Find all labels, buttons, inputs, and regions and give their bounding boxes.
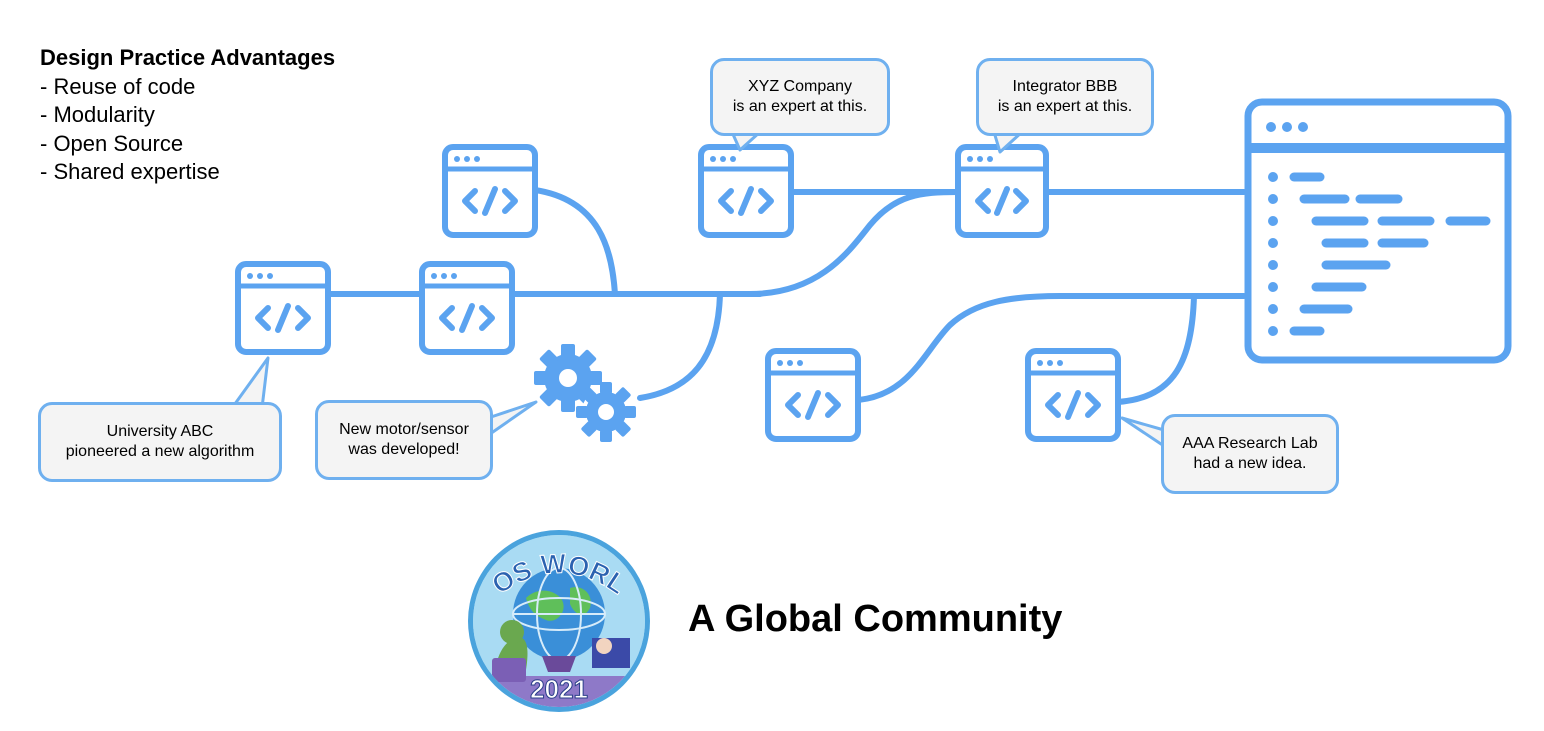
connector-bottom-left	[855, 293, 1247, 403]
code-editor-window	[1244, 98, 1512, 364]
bubble-xyz-company: XYZ Company is an expert at this.	[710, 58, 890, 136]
advantages-list: Design Practice Advantages - Reuse of co…	[40, 44, 335, 187]
bubble-line: is an expert at this.	[732, 98, 868, 115]
code-module-2	[419, 261, 515, 355]
code-icon	[1045, 390, 1101, 420]
bubble-line: is an expert at this.	[997, 98, 1133, 115]
connector-gears	[637, 291, 723, 401]
code-lines	[1289, 172, 1491, 336]
bubble-line: AAA Research Lab	[1182, 435, 1318, 452]
bubble-line: had a new idea.	[1193, 455, 1307, 472]
advantage-item: - Shared expertise	[40, 159, 220, 184]
bubble-university-abc: University ABC pioneered a new algorithm	[38, 402, 282, 482]
code-icon	[975, 186, 1029, 216]
bubble-tails	[230, 130, 1165, 448]
bubble-line: pioneered a new algorithm	[65, 443, 255, 460]
connector-top-module	[532, 187, 618, 297]
bubble-new-motor: New motor/sensor was developed!	[315, 400, 493, 480]
bubble-integrator-bbb: Integrator BBB is an expert at this.	[976, 58, 1154, 136]
bubble-line: University ABC	[106, 423, 214, 440]
bubble-line: XYZ Company	[747, 78, 853, 95]
ros-world-logo: ROS WORLD 2021	[466, 528, 650, 712]
code-module-4	[698, 144, 794, 238]
bubble-aaa-research: AAA Research Lab had a new idea.	[1161, 414, 1339, 494]
code-module-7	[1025, 348, 1121, 442]
bubble-line: Integrator BBB	[1012, 78, 1118, 95]
connector-bottom-right	[1115, 293, 1197, 405]
code-icon	[785, 390, 841, 420]
code-icon	[462, 186, 518, 216]
connector-lines	[327, 187, 1247, 405]
advantage-item: - Modularity	[40, 102, 155, 127]
logo-year: 2021	[530, 674, 588, 704]
code-module-1	[235, 261, 331, 355]
code-module-6	[765, 348, 861, 442]
headline: A Global Community	[688, 598, 1063, 640]
code-icon	[439, 303, 495, 333]
advantage-item: - Open Source	[40, 130, 184, 156]
code-module-5	[955, 144, 1049, 238]
bubble-line: New motor/sensor	[339, 421, 469, 438]
gears-icon	[534, 344, 636, 442]
code-icon	[255, 303, 311, 333]
bubble-line: was developed!	[348, 441, 460, 458]
code-module-3	[442, 144, 538, 238]
code-icon	[718, 186, 774, 216]
advantages-title: Design Practice Advantages	[40, 45, 336, 70]
advantage-item: - Reuse of code	[40, 73, 196, 99]
